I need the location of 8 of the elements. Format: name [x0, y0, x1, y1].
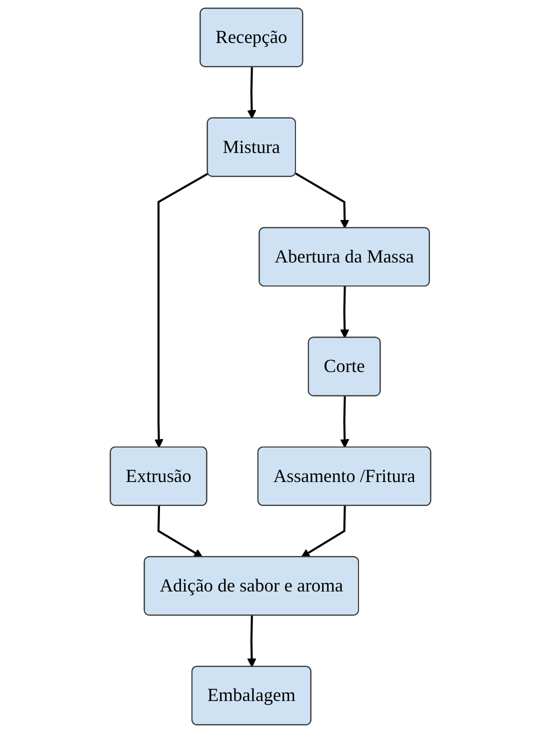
- arrow: [340, 286, 350, 338]
- arrow: [157, 506, 203, 558]
- arrow: [247, 67, 256, 119]
- arrow: [340, 396, 350, 448]
- arrow: [301, 506, 346, 558]
- arrow: [295, 172, 350, 228]
- arrow: [154, 172, 209, 448]
- arrow: [247, 616, 256, 668]
